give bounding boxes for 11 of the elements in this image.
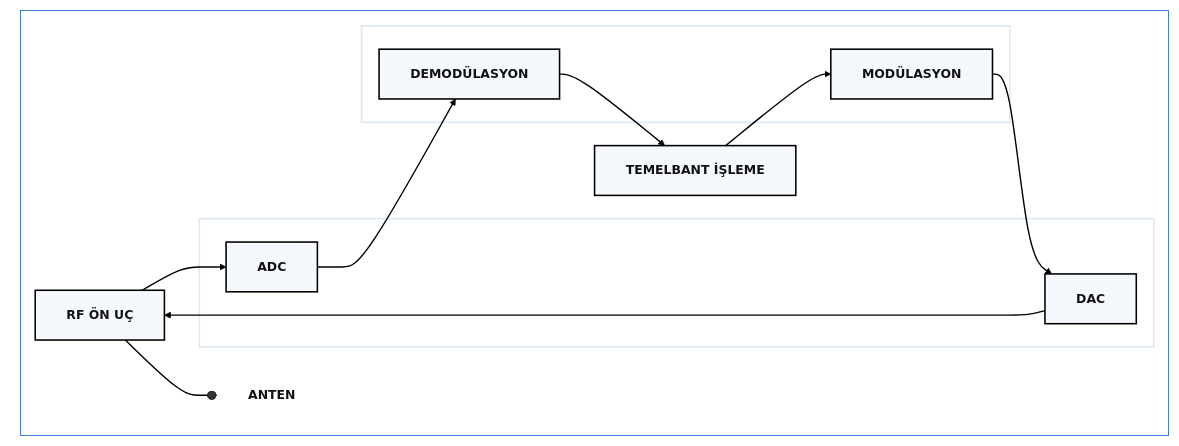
node-box: DAC [1044, 273, 1138, 325]
node-box: MODÜLASYON [830, 48, 994, 100]
node-box: TEMELBANT İŞLEME [593, 144, 797, 197]
connector [124, 339, 218, 400]
cluster [198, 217, 1155, 348]
cluster [360, 25, 1011, 124]
arrow [141, 263, 227, 291]
node-box: ADC [225, 241, 319, 293]
node-box: DEMODÜLASYON [378, 48, 561, 100]
node-text: ANTEN [248, 387, 296, 403]
node-box: RF ÖN UÇ [34, 289, 166, 341]
